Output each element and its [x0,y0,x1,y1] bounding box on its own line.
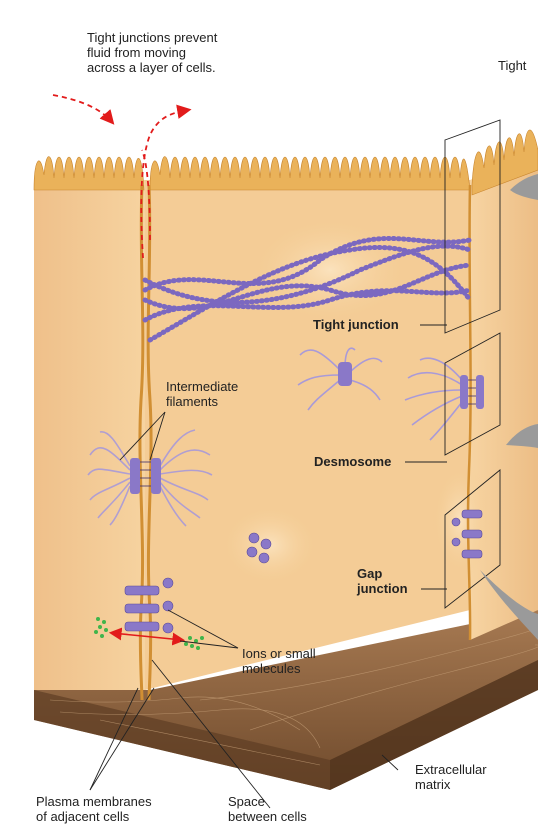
desmosome-right [404,357,484,441]
desmosome-plaque [297,347,383,411]
gap-junction-left [124,577,174,634]
connexon-cluster [246,532,272,564]
desmosome-left [87,429,213,527]
space-between-cells-label: Space between cells [228,794,307,824]
tight-junction-label: Tight junction [313,317,399,332]
gap-junction-label: Gap junction [357,566,408,596]
ions-left [94,617,108,638]
intermediate-filaments-label: Intermediate filaments [166,379,239,409]
callout-frames [444,119,501,609]
desmosome-label: Desmosome [314,454,392,469]
plasma-membranes-label: Plasma membranes of adjacent cells [36,794,152,824]
ions-label: Ions or small molecules [242,646,316,676]
ion-flow-arrow [108,627,186,646]
extracellular-matrix-label: Extracellular matrix [415,762,487,792]
gap-junction-right [451,509,483,559]
tight-junction-strands [142,235,473,343]
microvilli [33,129,538,196]
callout-pointers [480,174,538,640]
extracellular-matrix [34,610,538,790]
right-cell [145,150,538,690]
fluid-blocked-arrows [52,94,192,259]
tight-junction-intro-label: Tight junctions prevent fluid from movin… [87,30,218,75]
tight-cut-label: Tight [498,58,527,73]
leader-lines [89,324,447,809]
left-cell [34,180,145,690]
